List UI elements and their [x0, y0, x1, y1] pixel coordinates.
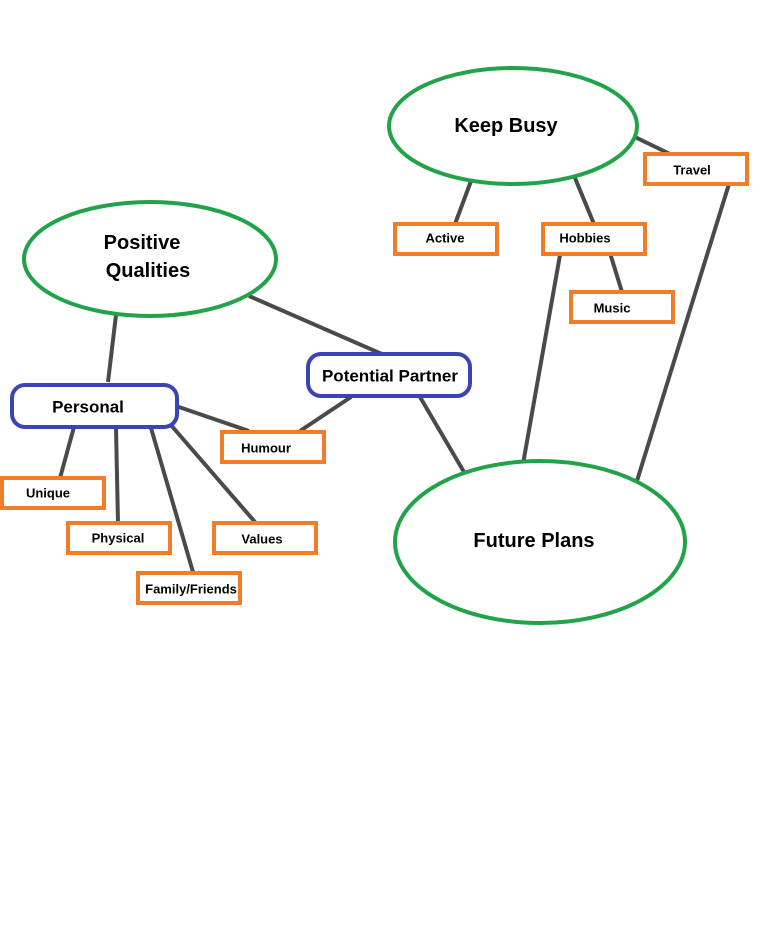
personal-label: Personal [52, 398, 124, 417]
future-plans-label: Future Plans [473, 530, 594, 552]
potential-partner-label: Potential Partner [322, 367, 458, 386]
unique-label: Unique [26, 486, 70, 501]
positive-qualities-label-line2: Qualities [106, 260, 190, 282]
positive-qualities-label-line1: Positive [104, 232, 181, 254]
unique-node [0, 476, 106, 510]
music-node [569, 290, 675, 324]
music-label: Music [594, 301, 631, 316]
potential-partner-node [306, 352, 472, 398]
humour-label: Humour [241, 441, 291, 456]
positive-qualities-node [22, 200, 278, 318]
edge-personal-values [168, 422, 257, 524]
edge-travel-future-plans [634, 183, 731, 485]
personal-node [10, 383, 179, 429]
humour-node [220, 430, 326, 464]
edge-keep-busy-hobbies [573, 177, 596, 225]
edge-positive-qualities-personal [106, 314, 118, 383]
travel-node [643, 152, 749, 186]
family-friends-label: Family/Friends [145, 582, 237, 597]
active-node [393, 222, 499, 256]
edge-personal-physical [114, 427, 120, 524]
physical-label: Physical [92, 531, 145, 546]
edge-potential-partner-humour [298, 395, 353, 433]
edge-keep-busy-active [453, 180, 473, 225]
future-plans-node [393, 459, 687, 625]
values-node [212, 521, 318, 555]
edge-personal-humour [175, 404, 250, 433]
keep-busy-node [387, 66, 639, 186]
edge-potential-partner-future-plans [418, 395, 466, 474]
edge-hobbies-future-plans [521, 254, 562, 465]
edge-personal-family-friends [149, 427, 195, 573]
edge-hobbies-music [608, 252, 624, 293]
edge-personal-unique [58, 426, 76, 479]
connectors [58, 135, 731, 573]
values-label: Values [241, 532, 282, 547]
travel-label: Travel [673, 163, 711, 178]
hobbies-label: Hobbies [559, 231, 610, 246]
hobbies-node [541, 222, 647, 256]
edge-positive-qualities-potential-partner [248, 294, 383, 356]
active-label: Active [425, 231, 464, 246]
physical-node [66, 521, 172, 555]
family-friends-node [136, 571, 242, 605]
keep-busy-label: Keep Busy [454, 115, 558, 137]
